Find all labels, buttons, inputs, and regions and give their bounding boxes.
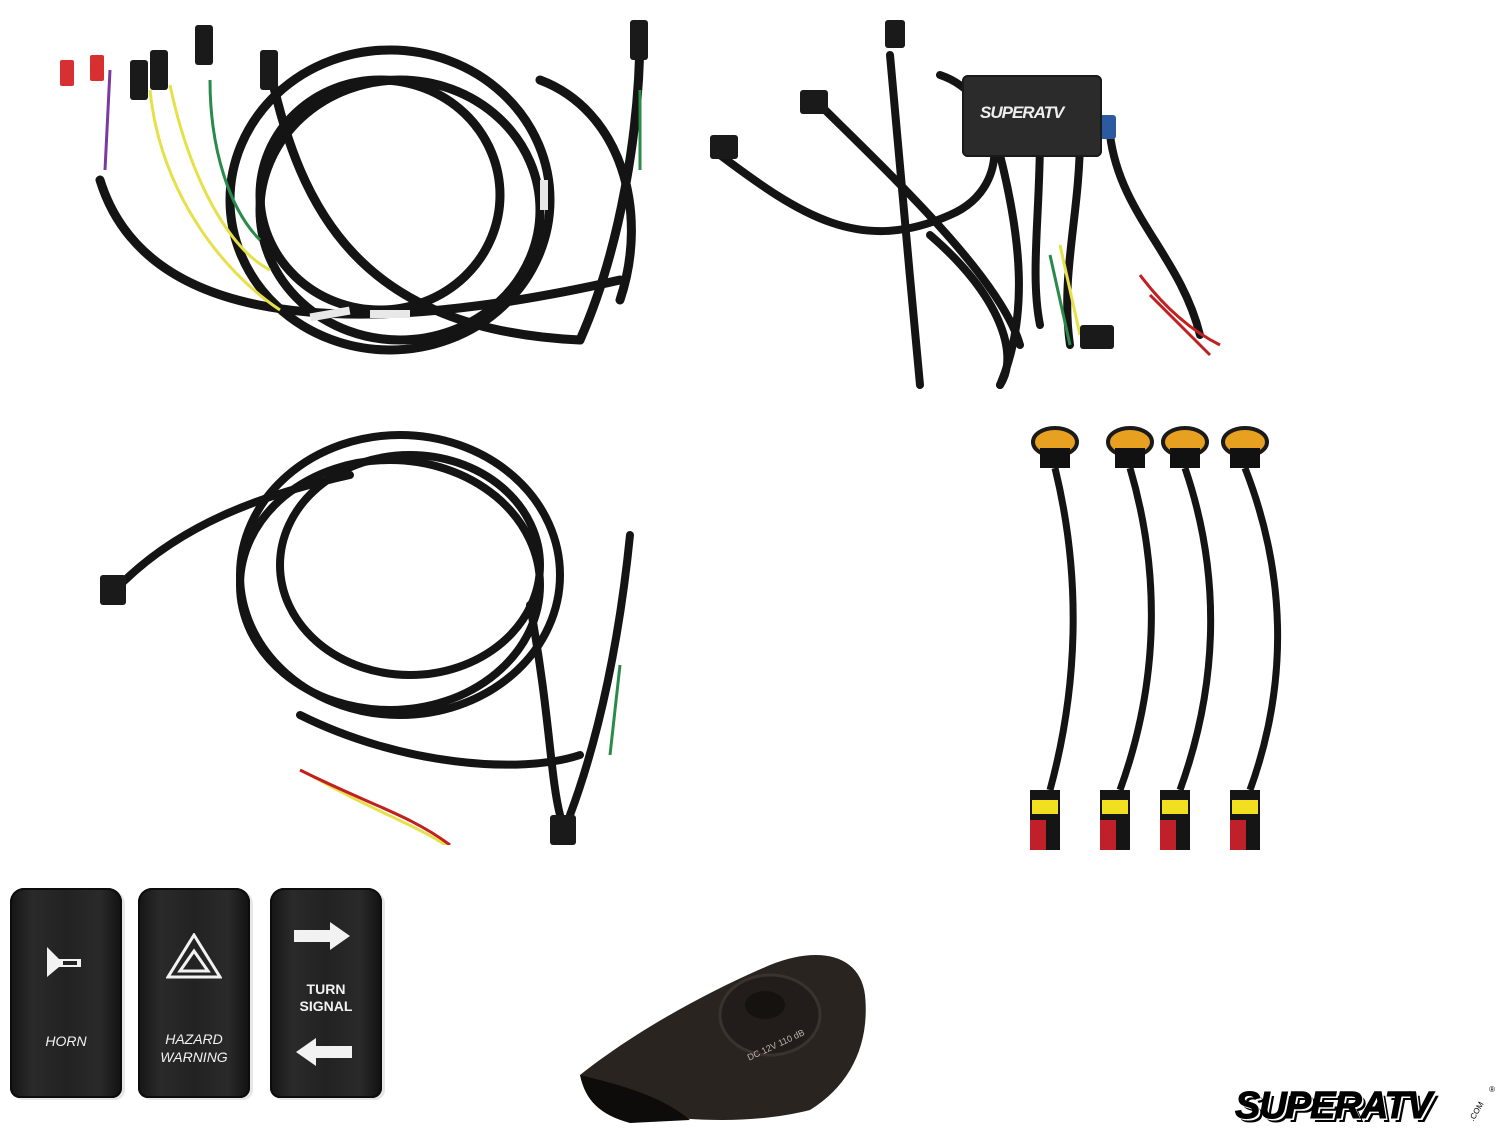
brand-logo-suffix: .COM (1467, 1100, 1486, 1123)
brand-logo-text: SUPERATV (1234, 1085, 1432, 1128)
control-module-box: SUPERATV (962, 75, 1102, 157)
marker-light-1 (1030, 426, 1079, 850)
main-wiring-harness (60, 10, 680, 390)
hazard-switch-label-line2: WARNING (160, 1049, 228, 1065)
horn-icon (45, 943, 85, 979)
brand-logo: SUPERATV .COM ® (1234, 1085, 1495, 1135)
turn-signal-label-line2: SIGNAL (299, 998, 353, 1014)
marker-lights-group (1010, 420, 1300, 870)
marker-light-2 (1100, 426, 1155, 850)
rear-wiring-harness (100, 415, 680, 845)
horn-switch: HORN (10, 888, 122, 1098)
marker-light-3 (1160, 426, 1215, 850)
control-module-harness: SUPERATV (700, 15, 1260, 395)
horn-switch-label: HORN (45, 1033, 87, 1049)
marker-light-4 (1221, 426, 1282, 850)
turn-signal-switch: TURN SIGNAL (270, 888, 382, 1098)
hazard-switch: HAZARD WARNING (138, 888, 250, 1098)
arrow-left-icon (294, 1036, 354, 1068)
hazard-triangle-icon (166, 933, 222, 979)
hazard-switch-label-line1: HAZARD (165, 1031, 223, 1047)
control-module-logo: SUPERATV (980, 103, 1064, 122)
horn: DC 12V 110 dB (570, 935, 870, 1125)
turn-signal-label-line1: TURN (306, 981, 346, 997)
brand-logo-trademark: ® (1489, 1085, 1495, 1094)
arrow-right-icon (292, 920, 352, 952)
